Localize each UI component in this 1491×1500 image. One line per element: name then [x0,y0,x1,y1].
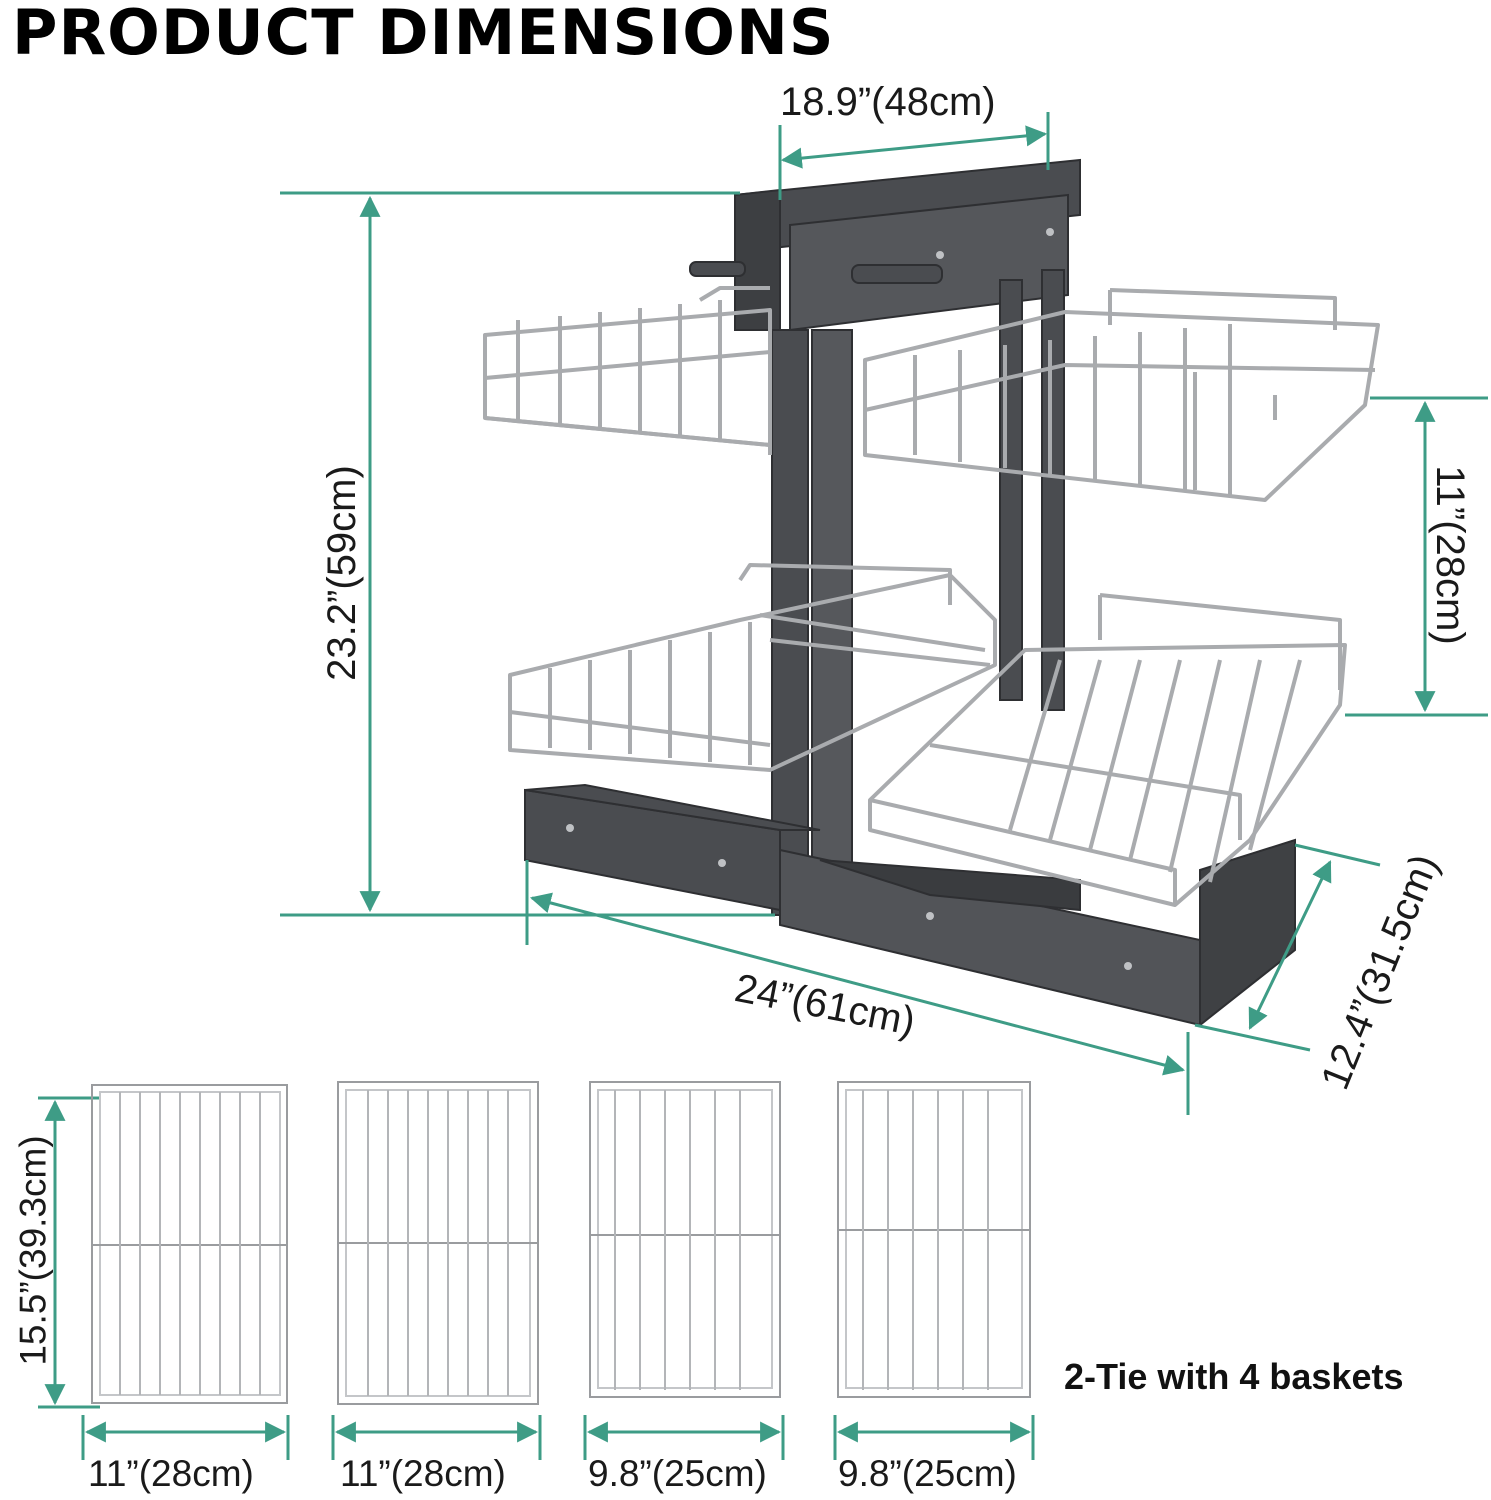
top-width-label: 18.9”(48cm) [780,80,996,124]
dimension-lines [38,112,1488,1460]
basket-width-label-2: 11”(28cm) [340,1453,506,1494]
caption: 2-Tie with 4 baskets [1064,1356,1404,1397]
basket-width-label-4: 9.8”(25cm) [838,1453,1017,1494]
wire-baskets [483,286,1380,907]
shelf-spacing-label: 11”(28cm) [1428,465,1472,645]
basket-width-label-1: 11”(28cm) [88,1453,254,1494]
height-label: 23.2”(59cm) [320,465,364,681]
basket-top-view-1 [91,1084,288,1404]
upper-right-basket [863,288,1380,502]
lower-left-basket [508,563,997,772]
basket-top-view-2 [337,1081,539,1405]
basket-top-views [91,1081,1031,1405]
cabinet-frame [524,158,1296,1028]
page-title: PRODUCT DIMENSIONS [12,0,835,69]
basket-width-label-3: 9.8”(25cm) [588,1453,767,1494]
basket-top-view-4 [837,1081,1031,1398]
basket-height-label: 15.5”(39.3cm) [12,1135,54,1366]
basket-top-view-3 [589,1081,781,1398]
upper-left-basket [483,286,772,455]
